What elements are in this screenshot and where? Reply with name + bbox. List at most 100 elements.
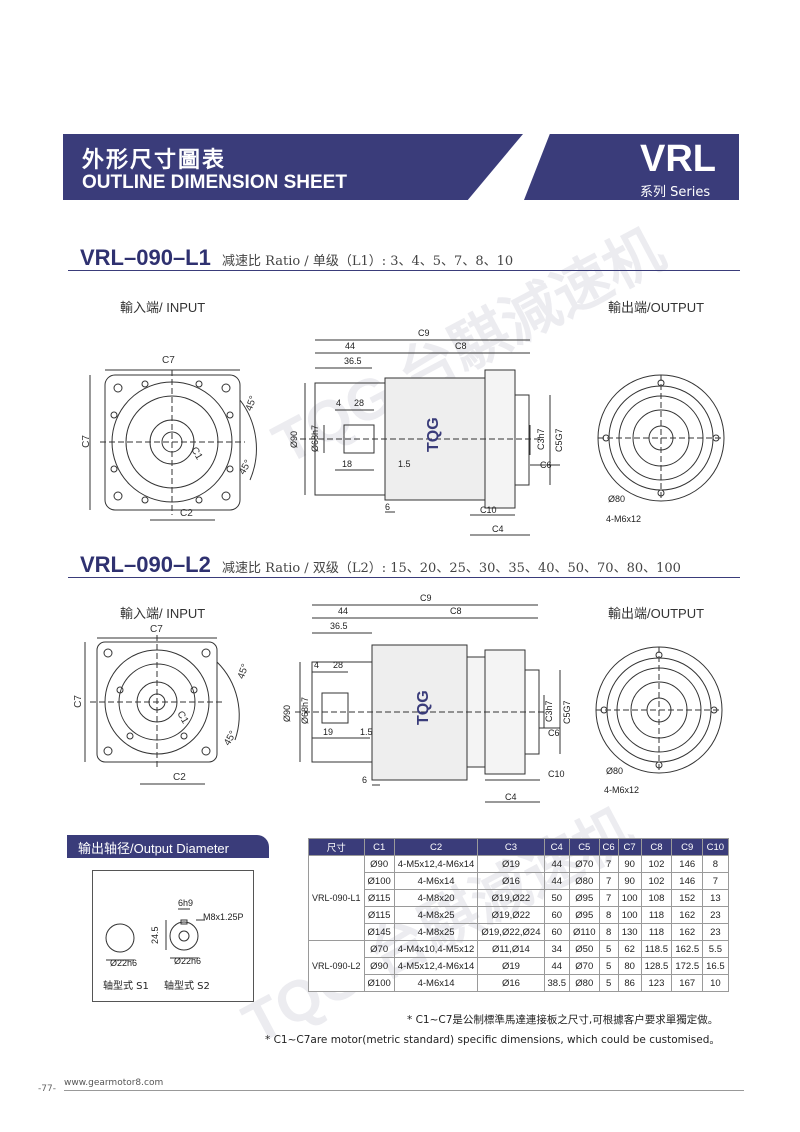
table-cell: 118	[640, 923, 673, 941]
table-cell: 62	[617, 940, 642, 958]
section2-28: 28	[333, 660, 343, 670]
section2-15: 1.5	[360, 727, 373, 737]
table-cell: 90	[617, 872, 642, 890]
section2-c2-label: C2	[173, 772, 186, 783]
table-cell: 8	[598, 906, 619, 924]
table-cell: 5	[598, 974, 619, 992]
col-header: C9	[671, 838, 704, 856]
footer-rule	[64, 1090, 744, 1091]
section2-c10: C10	[548, 769, 565, 779]
section2-c9: C9	[420, 593, 432, 603]
section2-c8: C8	[450, 606, 462, 616]
table-cell: 10	[702, 974, 729, 992]
section2-6: 6	[362, 775, 367, 785]
section2-c4: C4	[505, 792, 517, 802]
section2-d80: Ø80	[606, 766, 623, 776]
table-cell: 44	[543, 872, 570, 890]
section1-c10: C10	[480, 505, 497, 515]
table-cell: Ø19,Ø22	[477, 906, 545, 924]
table-cell: Ø19	[477, 855, 545, 873]
section1-m6: 4-M6x12	[606, 514, 641, 524]
section2-365: 36.5	[330, 621, 348, 631]
section1-d80: Ø80	[608, 494, 625, 504]
table-cell: 7	[702, 872, 729, 890]
table-cell: Ø145	[363, 923, 395, 941]
section1-d68: Ø68h7	[310, 425, 320, 452]
table-cell: 16.5	[702, 957, 729, 975]
table-cell: 8	[702, 855, 729, 873]
table-cell: 100	[617, 906, 642, 924]
shaft-s1-label: 轴型式 S1	[103, 981, 149, 992]
table-model-cell: VRL-090-L1	[308, 855, 365, 941]
col-header: C3	[477, 838, 545, 856]
section1-c6: C6	[540, 460, 552, 470]
section1-15: 1.5	[398, 459, 411, 469]
section1-c4: C4	[492, 524, 504, 534]
section1-d90: Ø90	[289, 431, 299, 448]
section2-c7-label: C7	[150, 624, 163, 635]
table-cell: 8	[598, 923, 619, 941]
h245: 24.5	[150, 926, 160, 944]
col-header: C5	[569, 838, 600, 856]
table-cell: 4-M6x14	[393, 872, 479, 890]
col-header: C8	[640, 838, 673, 856]
section2-output-label: 輸出端/OUTPUT	[608, 606, 705, 621]
table-cell: Ø80	[569, 872, 600, 890]
output-diameter-title: 输出轴径/Output Diameter	[78, 841, 229, 856]
table-cell: 128.5	[640, 957, 673, 975]
section2-d90: Ø90	[282, 705, 292, 722]
section2-44: 44	[338, 606, 348, 616]
table-cell: 5	[598, 957, 619, 975]
section1-44: 44	[345, 341, 355, 351]
section1-28: 28	[354, 398, 364, 408]
table-cell: 118.5	[640, 940, 673, 958]
table-cell: Ø115	[363, 889, 395, 907]
section2-c6: C6	[548, 728, 560, 738]
table-cell: 23	[702, 906, 729, 924]
col-header: C4	[543, 838, 570, 856]
section1-4: 4	[336, 398, 341, 408]
table-cell: 162	[671, 923, 704, 941]
table-cell: 167	[671, 974, 704, 992]
table-cell: 44	[543, 855, 570, 873]
series-box	[524, 134, 739, 200]
table-cell: 152	[671, 889, 704, 907]
section1-logo: TQG	[425, 417, 442, 452]
section1-c2-label: C2	[180, 508, 193, 519]
table-cell: 146	[671, 855, 704, 873]
col-header: C2	[393, 838, 479, 856]
table-cell: 60	[543, 906, 570, 924]
section2-model-title: VRL–090–L2	[80, 552, 211, 577]
section1-c5: C5G7	[554, 428, 564, 452]
table-cell: 13	[702, 889, 729, 907]
series-subtitle: 系列 Series	[640, 185, 711, 200]
table-cell: 4-M6x14	[393, 974, 479, 992]
table-cell: Ø115	[363, 906, 395, 924]
table-cell: 4-M5x12,4-M6x14	[393, 855, 479, 873]
table-cell: 102	[640, 872, 673, 890]
page-title-zh: 外形尺寸圖表	[82, 148, 227, 173]
table-cell: 162	[671, 906, 704, 924]
table-cell: Ø19	[477, 957, 545, 975]
section1-c8: C8	[455, 341, 467, 351]
col-header: C1	[363, 838, 395, 856]
table-model-cell: VRL-090-L2	[308, 940, 365, 992]
section2-rule	[68, 577, 740, 578]
section1-365: 36.5	[344, 356, 362, 366]
table-cell: Ø16	[477, 974, 545, 992]
table-cell: 7	[598, 855, 619, 873]
table-cell: Ø11,Ø14	[477, 940, 545, 958]
shaft-s2-label: 轴型式 S2	[164, 981, 210, 992]
table-cell: Ø95	[569, 906, 600, 924]
table-cell: Ø70	[569, 957, 600, 975]
table-cell: Ø95	[569, 889, 600, 907]
table-cell: Ø110	[569, 923, 600, 941]
